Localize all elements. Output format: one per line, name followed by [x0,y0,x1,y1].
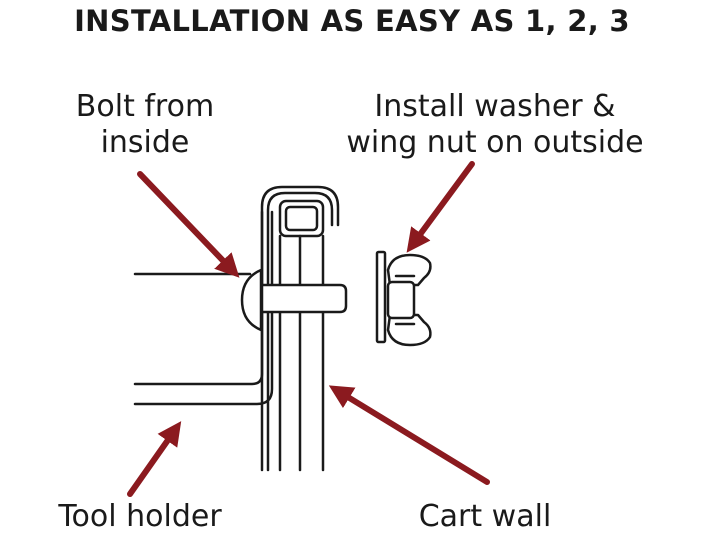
cart-wall-label: Cart wall [418,499,552,534]
washer-label: Install washer & wing nut on outside [320,89,670,161]
washer-plate [375,250,387,344]
cart-wall-hook-inner [266,191,334,472]
arrow-cart-wall [328,385,490,485]
washer-label-line1: Install washer & [374,89,616,124]
callout-arrows [127,161,490,497]
tool-holder-label: Tool holder [58,499,222,534]
wing-nut-lower-wing [386,313,432,347]
bolt-shaft [260,283,348,314]
diagram-title: INSTALLATION AS EASY AS 1, 2, 3 [74,4,630,38]
wing-nut-upper-wing [386,253,432,287]
arrow-bolt [137,171,240,278]
cart-wall-channel-inner [284,205,319,232]
wing-nut [386,253,432,347]
bolt-label-line2: inside [100,125,190,160]
bolt-label-line1: Bolt from [75,89,215,124]
washer [375,250,387,344]
washer-label-line2: wing nut on outside [346,125,644,160]
cart-wall [260,185,340,472]
bolt-head [240,268,263,332]
arrow-washer [406,161,475,253]
wing-nut-body [386,280,416,320]
bolt [240,268,348,332]
bolt-label: Bolt from inside [40,89,250,161]
cart-wall-channel-tube [278,199,325,238]
arrow-tool-holder [127,421,182,497]
cart-wall-hook-outer [260,185,340,472]
